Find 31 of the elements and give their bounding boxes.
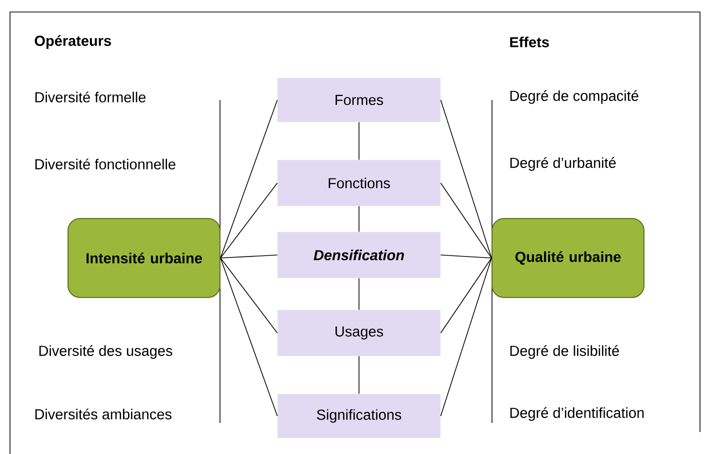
connector-line	[220, 258, 278, 334]
connector-line	[440, 100, 492, 258]
item-label: Degré de lisibilité	[510, 345, 619, 359]
connector-line	[220, 182, 278, 258]
connector-line	[220, 258, 278, 416]
connector-line	[358, 206, 360, 232]
item-label: Degré d’identification	[510, 407, 644, 421]
rounded-box: Qualité urbaine	[492, 218, 644, 298]
item-label: Diversité formelle	[35, 92, 146, 102]
rounded-box: Intensité urbaine	[68, 218, 220, 298]
connector-line	[358, 122, 360, 160]
connector-line	[440, 254, 492, 258]
item-label: Diversité des usages	[39, 345, 172, 359]
connector-line	[220, 254, 278, 258]
connector-line	[440, 182, 492, 258]
connector-line	[440, 258, 492, 334]
connector-line	[358, 278, 360, 310]
column-heading: Opérateurs	[34, 35, 111, 49]
connector-line	[358, 356, 360, 394]
connector-line	[440, 258, 492, 416]
process-box: Fonctions	[278, 160, 440, 206]
item-label: Degré d’urbanité	[510, 157, 616, 171]
item-label: Degré de compacité	[510, 90, 638, 104]
process-box: Formes	[278, 78, 440, 122]
process-box: Densification	[278, 232, 440, 278]
process-box: Usages	[278, 310, 440, 356]
item-label: Diversité fonctionnelle	[35, 158, 176, 170]
connector-line	[220, 100, 278, 258]
column-heading: Effets	[510, 36, 549, 48]
process-box: Significations	[278, 394, 440, 438]
item-label: Diversités ambiances	[35, 408, 172, 420]
